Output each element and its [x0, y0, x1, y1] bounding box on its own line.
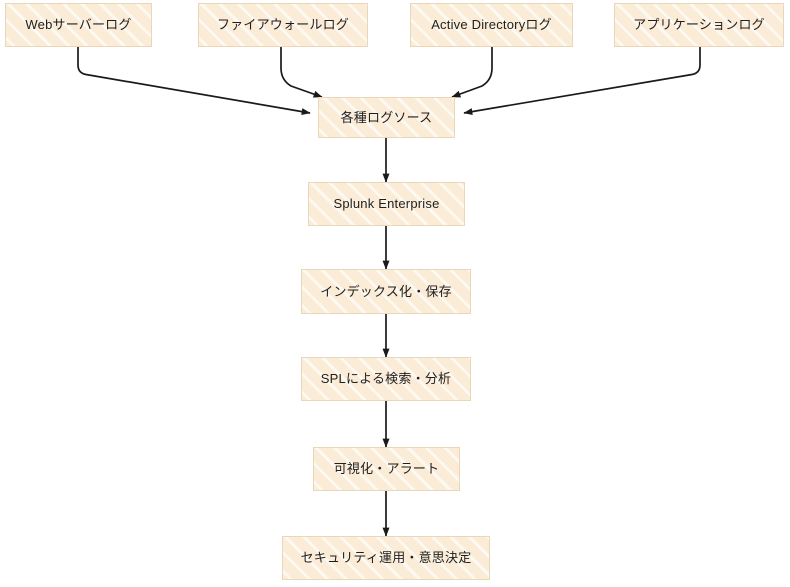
node-splunk-enterprise[interactable]: Splunk Enterprise: [308, 182, 465, 226]
node-firewall-log[interactable]: ファイアウォールログ: [198, 3, 368, 47]
edge-app-log-to-log-sources: [463, 47, 701, 116]
node-log-sources[interactable]: 各種ログソース: [318, 97, 455, 138]
node-label: インデックス化・保存: [320, 283, 452, 299]
node-index-store[interactable]: インデックス化・保存: [301, 269, 471, 314]
node-active-directory-log[interactable]: Active Directoryログ: [410, 3, 573, 47]
node-label: 各種ログソース: [340, 109, 433, 125]
edge-web-log-to-log-sources: [77, 47, 311, 116]
node-label: SPLによる検索・分析: [320, 371, 452, 386]
node-web-log[interactable]: Webサーバーログ: [5, 3, 152, 47]
node-application-log[interactable]: アプリケーションログ: [614, 3, 784, 47]
edge-firewall-log-to-log-sources: [280, 47, 323, 98]
node-spl-search[interactable]: SPLによる検索・分析: [301, 357, 471, 401]
node-label: アプリケーションログ: [633, 17, 765, 32]
node-label: 可視化・アラート: [333, 461, 440, 476]
node-visualize-alert[interactable]: 可視化・アラート: [313, 447, 460, 491]
node-label: ファイアウォールログ: [216, 17, 349, 32]
node-label: Active Directoryログ: [431, 17, 552, 32]
node-label: セキュリティ運用・意思決定: [300, 550, 472, 565]
node-security-operations[interactable]: セキュリティ運用・意思決定: [282, 536, 490, 580]
edge-ad-log-to-log-sources: [451, 47, 493, 98]
node-label: Webサーバーログ: [25, 17, 132, 32]
node-label: Splunk Enterprise: [333, 196, 440, 211]
